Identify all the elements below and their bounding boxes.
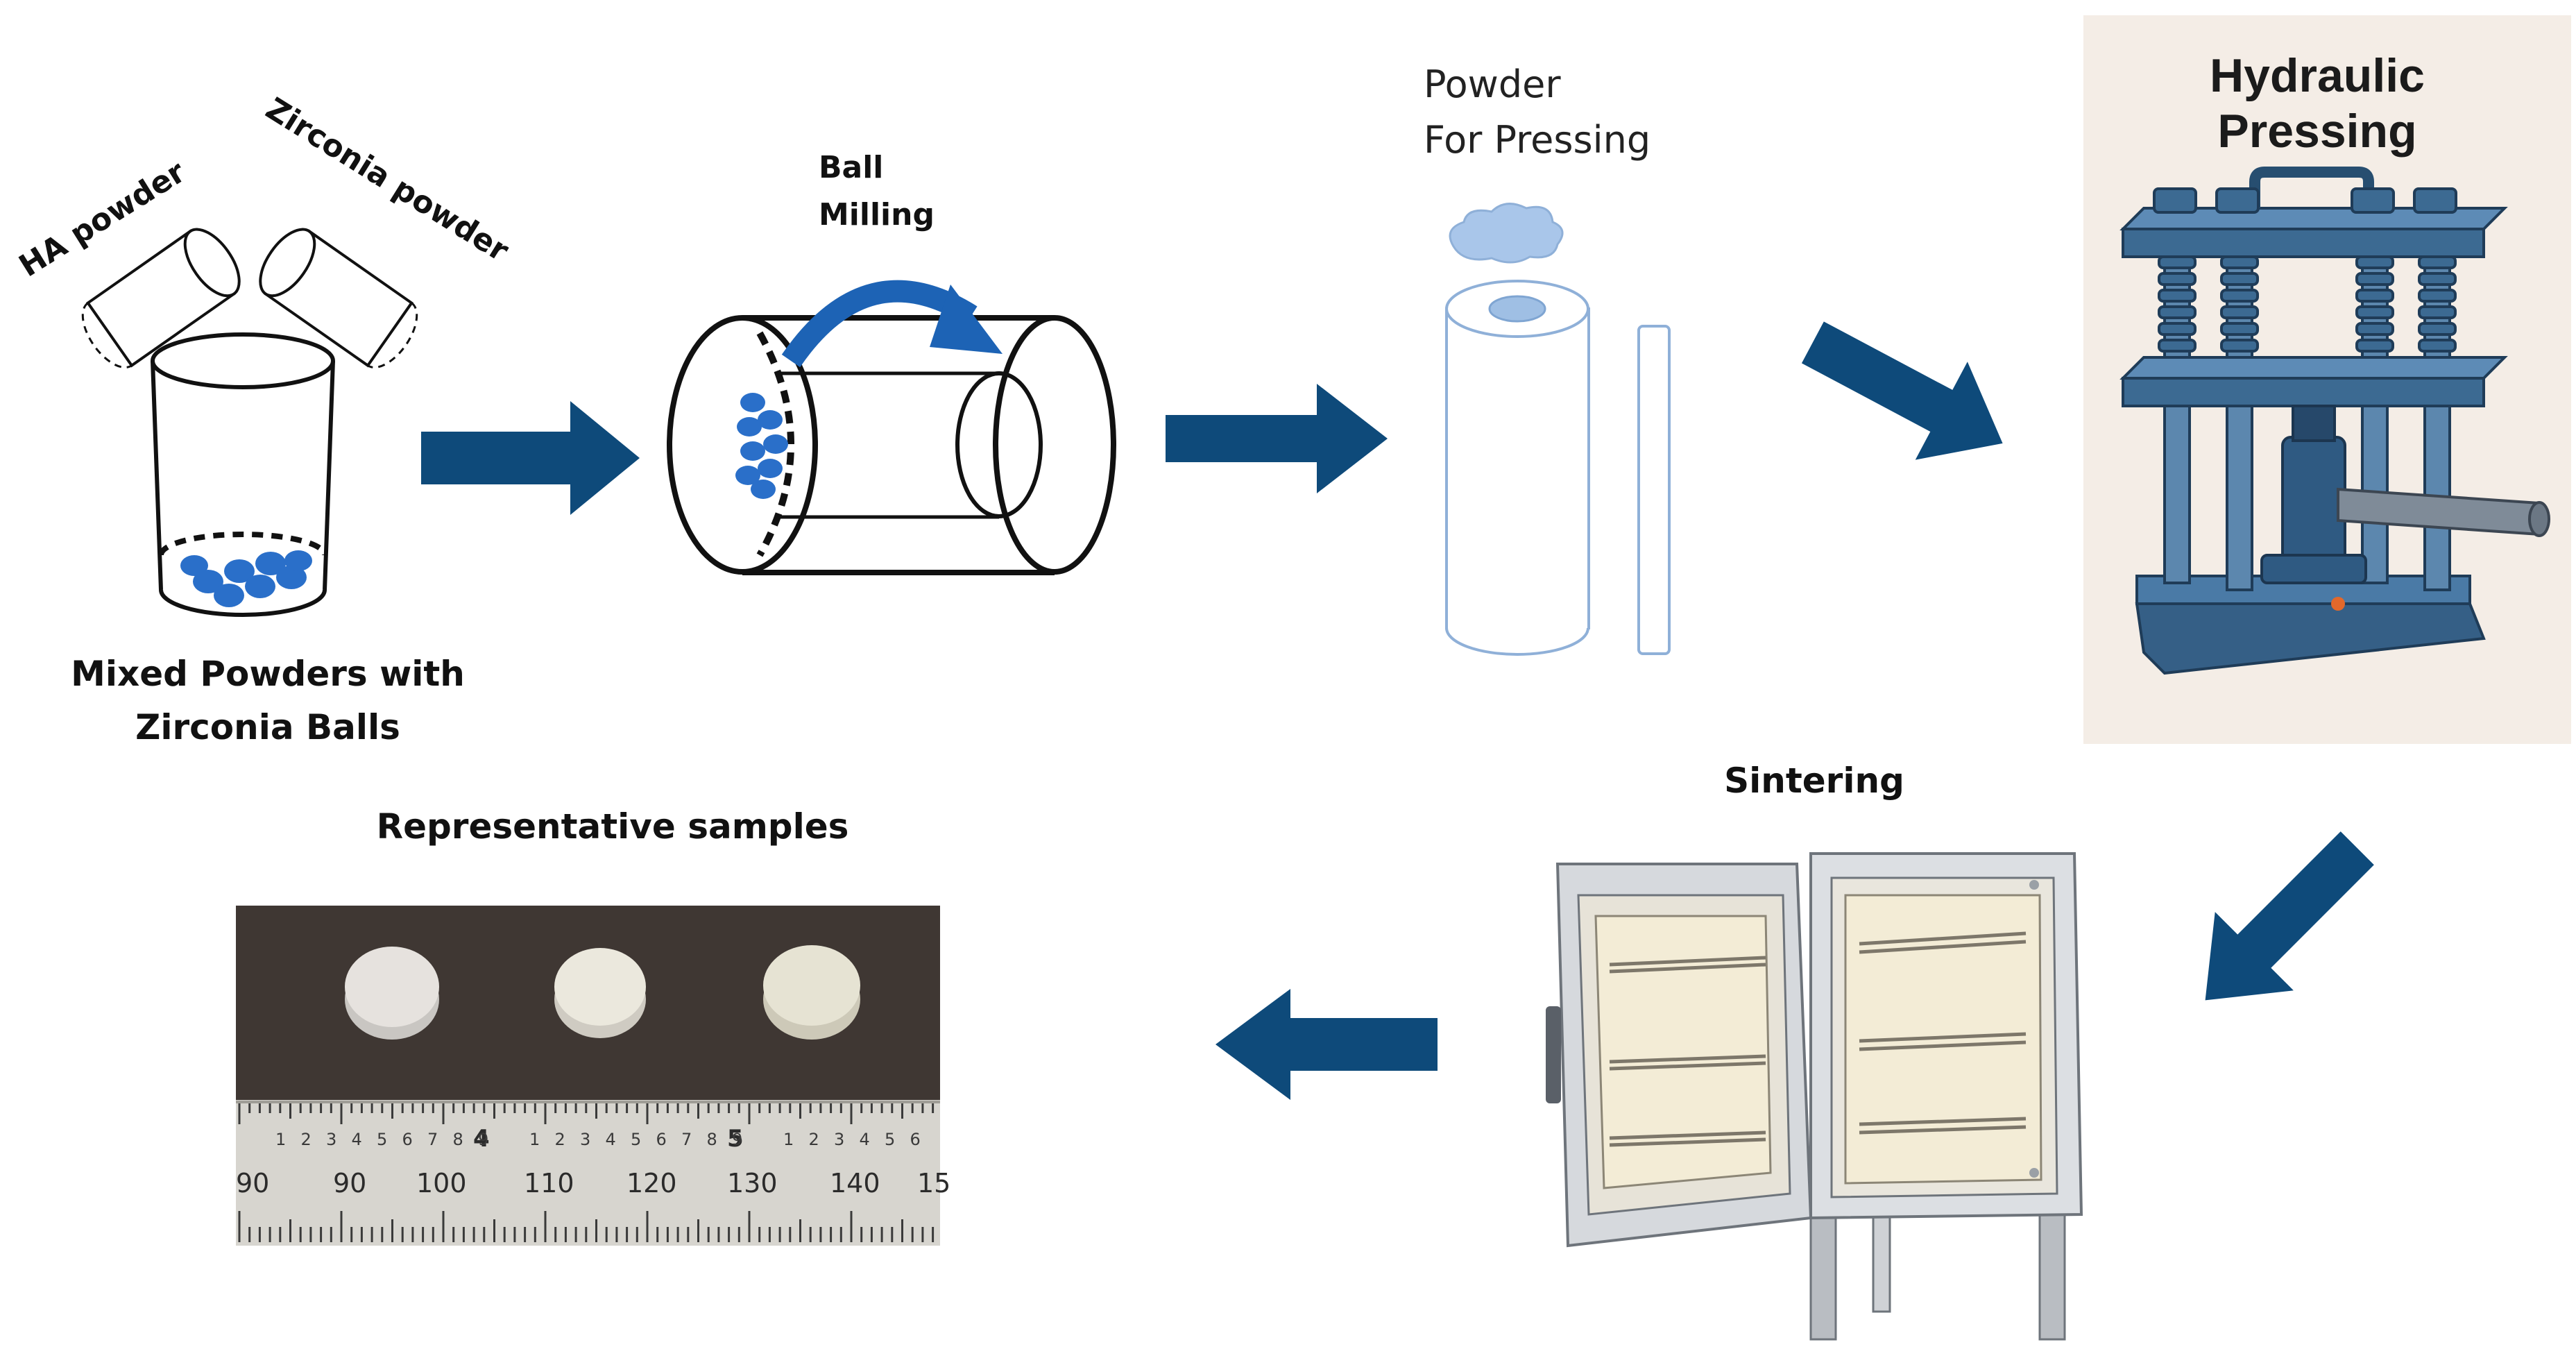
die-mold-icon <box>1445 280 1590 656</box>
ruler-sub-label: 8 <box>707 1130 717 1149</box>
hydraulic-press-icon <box>2119 167 2550 675</box>
sintering-title: Sintering <box>1724 761 1904 801</box>
ruler-sub-label: 9 <box>478 1130 488 1149</box>
sample-pellet <box>345 947 439 1040</box>
sintering-step: Sintering <box>1546 761 2083 1341</box>
powder-pressing-step: Powder For Pressing <box>1424 62 1671 656</box>
rotation-arrow-icon <box>781 280 1003 368</box>
ruler-number: 140 <box>830 1168 880 1198</box>
flow-arrow-1 <box>421 401 640 515</box>
samples-photo: 90 90 100 110 120 130 140 15 <box>236 906 950 1246</box>
ruler-number: 90 <box>333 1168 366 1198</box>
ruler-number: 110 <box>524 1168 574 1198</box>
ball-milling-step: Ball Milling <box>667 150 1116 575</box>
ruler-sub-label: 1 <box>529 1130 540 1149</box>
beaker-icon <box>151 332 335 617</box>
ruler-sub-label: 3 <box>580 1130 590 1149</box>
sample-pellet <box>763 945 860 1040</box>
powder-title-line1: Powder <box>1424 62 1561 106</box>
milling-title-line1: Ball <box>819 150 883 185</box>
ruler-sub-label: 5 <box>631 1130 641 1149</box>
milling-title-line2: Milling <box>819 197 935 232</box>
zirconia-balls <box>180 550 312 607</box>
powder-cloud-icon <box>1449 203 1564 264</box>
flow-arrow-2 <box>1166 384 1388 493</box>
flow-arrow-5 <box>1216 989 1438 1100</box>
ruler-number: 15 <box>917 1168 950 1198</box>
ruler-sub-label: 6 <box>656 1130 667 1149</box>
ruler-sub-label: 1 <box>783 1130 794 1149</box>
ruler-sub-label: 6 <box>910 1130 921 1149</box>
ruler-sub-label: 5 <box>377 1130 387 1149</box>
milling-jar-icon <box>667 315 1116 575</box>
mixing-step: HA powder Zirconia powder Mixed Powders … <box>13 91 515 747</box>
ruler-number: 90 <box>236 1168 269 1198</box>
ruler-sub-label: 4 <box>860 1130 870 1149</box>
ruler-sub-label: 7 <box>681 1130 692 1149</box>
ruler-number: 120 <box>626 1168 677 1198</box>
ruler-sub-label: 4 <box>352 1130 362 1149</box>
zirconia-powder-vial-icon <box>259 228 418 368</box>
mixing-caption-line1: Mixed Powders with <box>71 654 465 694</box>
die-punch-icon <box>1637 325 1671 655</box>
ruler-sub-label: 2 <box>301 1130 312 1149</box>
ruler <box>236 1100 940 1246</box>
powder-title-line2: For Pressing <box>1424 118 1650 162</box>
ruler-sub-label: 9 <box>732 1130 742 1149</box>
ruler-sub-label: 7 <box>427 1130 438 1149</box>
press-title-line2: Pressing <box>2217 105 2416 158</box>
samples-step: Representative samples <box>236 806 950 1246</box>
ruler-sub-label: 6 <box>402 1130 413 1149</box>
furnace-icon <box>1546 852 2083 1341</box>
ruler-cm-number: 4 <box>473 1125 490 1153</box>
mixing-caption-line2: Zirconia Balls <box>135 707 400 747</box>
ruler-sub-label: 3 <box>834 1130 844 1149</box>
ruler-sub-label: 2 <box>555 1130 565 1149</box>
milling-balls <box>735 393 788 499</box>
flow-arrow-3 <box>1801 321 2003 460</box>
ruler-ticks <box>238 1103 935 1124</box>
ruler-sub-label: 8 <box>453 1130 463 1149</box>
ruler-sub-label: 2 <box>809 1130 819 1149</box>
ruler-number: 100 <box>416 1168 467 1198</box>
hydraulic-pressing-step: Hydraulic Pressing <box>2083 15 2571 744</box>
ruler-sub-label: 5 <box>885 1130 895 1149</box>
press-title-line1: Hydraulic <box>2210 49 2425 102</box>
ruler-bottom-ticks <box>238 1211 935 1242</box>
ruler-sub-label: 3 <box>326 1130 336 1149</box>
ruler-sub-label: 4 <box>606 1130 616 1149</box>
samples-title: Representative samples <box>377 806 849 847</box>
flow-arrow-4 <box>2205 831 2374 1001</box>
ruler-number: 130 <box>727 1168 778 1198</box>
ruler-cm-number: 5 <box>727 1125 744 1153</box>
sample-pellet <box>554 948 646 1038</box>
ruler-sub-label: 1 <box>275 1130 286 1149</box>
ha-powder-vial-icon <box>81 228 241 368</box>
